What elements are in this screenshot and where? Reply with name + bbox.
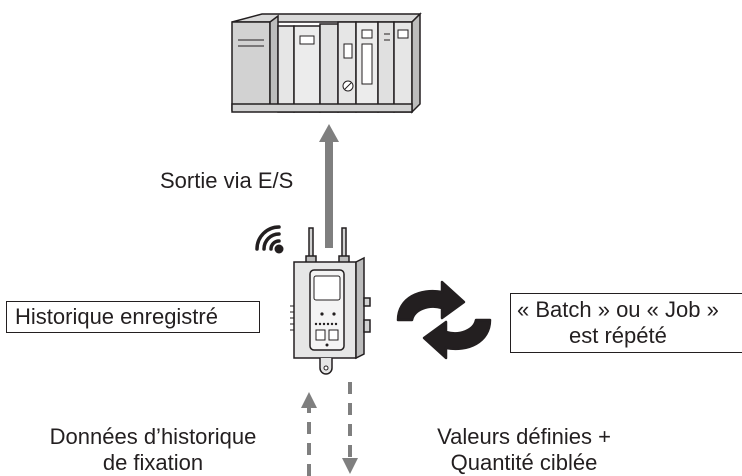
set-values-label-line1: Valeurs définies +	[437, 424, 611, 449]
wireless-controller-icon	[290, 227, 371, 375]
output-label: Sortie via E/S	[160, 168, 294, 193]
wireless-signal-icon	[255, 225, 284, 254]
repeat-label-line2: est répété	[569, 323, 667, 348]
fastening-history-label-line1: Données d’historique	[49, 424, 257, 449]
settings-data-arrow	[342, 382, 358, 474]
set-values-label-line2: Quantité ciblée	[450, 450, 598, 475]
repeat-label-line1: « Batch » ou « Job »	[517, 297, 719, 322]
plc-rack-icon	[231, 12, 422, 114]
output-arrow	[319, 124, 339, 248]
history-data-arrow	[301, 392, 317, 476]
history-box-label: Historique enregistré	[15, 304, 218, 329]
cycle-arrows-icon	[396, 280, 492, 360]
fastening-history-label-line2: de fixation	[102, 450, 204, 475]
repeat-box: « Batch » ou « Job » est répété	[510, 293, 742, 353]
history-box: Historique enregistré	[6, 301, 260, 333]
